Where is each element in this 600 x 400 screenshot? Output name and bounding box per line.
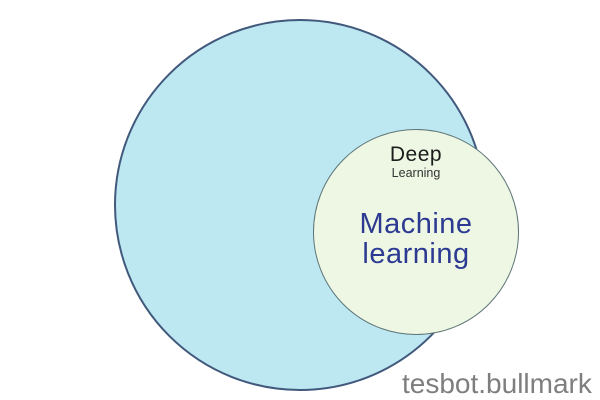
deep-subtitle: Learning: [391, 166, 441, 180]
inner-circle: Deep Learning Machine learning: [313, 129, 519, 335]
watermark: tesbot.bullmark: [402, 368, 592, 399]
deep-title: Deep: [389, 143, 443, 166]
deep-learning-label-group: Deep Learning: [314, 143, 518, 180]
outer-circle: Deep Learning Machine learning: [114, 19, 519, 391]
machine-learning-label: Machine learning: [359, 208, 473, 270]
